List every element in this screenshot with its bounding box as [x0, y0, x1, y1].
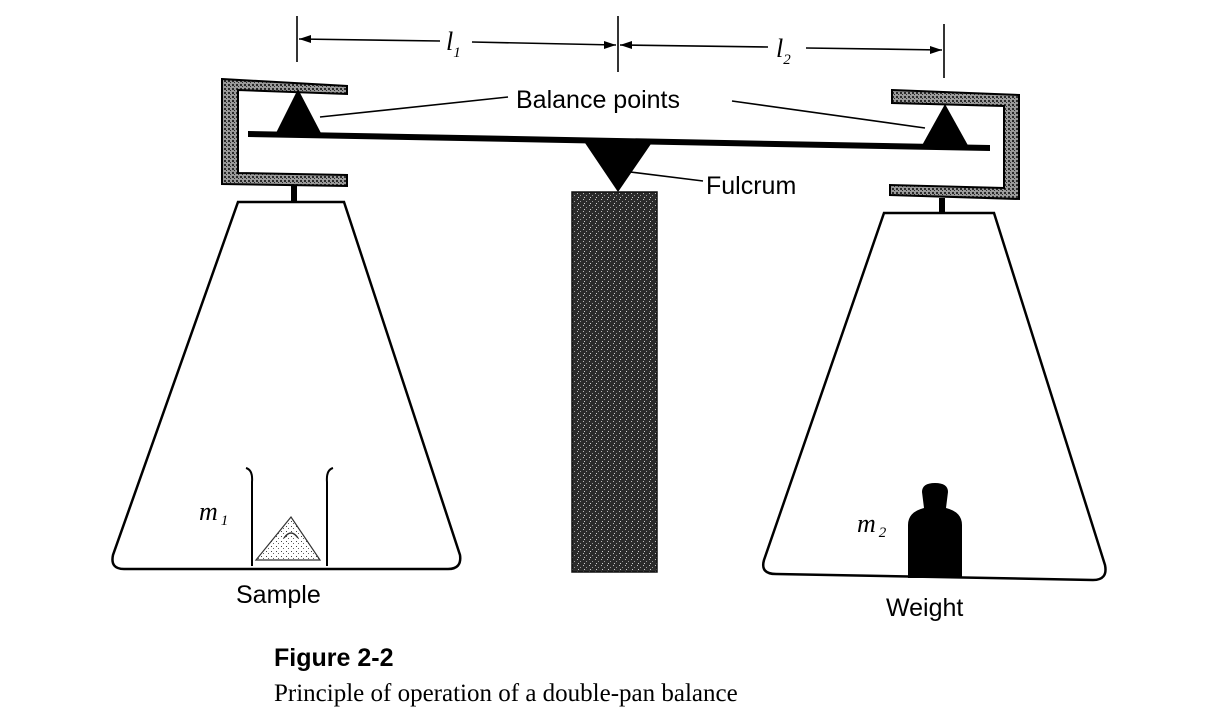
figure-caption-heading: Figure 2-2 — [274, 644, 394, 672]
weight-label: Weight — [886, 594, 963, 622]
sample-label: Sample — [236, 581, 321, 609]
right-balance-point — [920, 104, 970, 149]
label-leaders — [319, 96, 926, 182]
left-stirrup — [221, 77, 348, 188]
sample-powder — [254, 515, 322, 561]
fulcrum — [583, 140, 653, 192]
left-balance-point — [275, 89, 322, 135]
right-stirrup — [889, 88, 1020, 201]
balance-points-label: Balance points — [516, 86, 680, 114]
sample-beaker — [245, 467, 334, 566]
fulcrum-label: Fulcrum — [706, 172, 796, 200]
right-pan — [762, 211, 1107, 582]
weight-mass — [908, 483, 962, 578]
length-dimensions — [296, 16, 945, 78]
right-pan-hanger — [939, 198, 945, 212]
left-pan — [111, 200, 462, 571]
support-post — [571, 191, 658, 573]
length-l1-symbol: l1 — [446, 27, 461, 61]
figure-caption-text: Principle of operation of a double-pan b… — [274, 680, 738, 707]
length-l2-symbol: l2 — [776, 34, 791, 68]
left-pan-hanger — [291, 186, 297, 202]
